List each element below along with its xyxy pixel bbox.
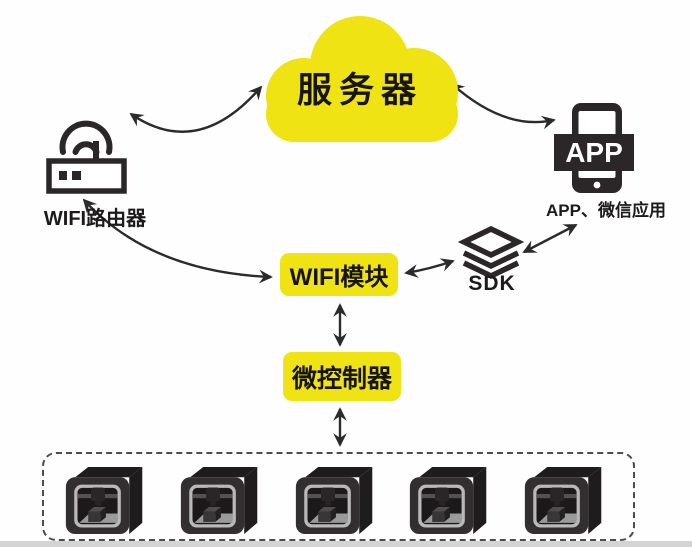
app-label: APP、微信应用 — [546, 201, 666, 220]
sdk-label: SDK — [468, 272, 516, 295]
wifi-module-box: WIFI模块 — [280, 253, 398, 296]
mcu-box: 微控制器 — [283, 352, 401, 401]
printer-icon — [64, 465, 146, 536]
printer-farm-group — [42, 452, 635, 541]
app-phone-icon: APP — [554, 103, 634, 193]
arrow-router-cloud — [129, 85, 263, 133]
arrow-wifimodule-sdk — [404, 258, 455, 278]
printer-icon — [523, 465, 605, 536]
app-icon-text: APP — [565, 137, 623, 168]
router-label: WIFI路由器 — [43, 208, 147, 230]
mcu-label: 微控制器 — [291, 364, 392, 393]
arrow-sdk-app — [522, 223, 578, 254]
arrow-router-wifimodule — [82, 198, 273, 284]
wifi-router-icon — [46, 120, 127, 194]
server-cloud-icon — [266, 16, 458, 142]
sdk-stack-icon — [458, 226, 524, 280]
image-bottom-edge — [0, 541, 692, 547]
printer-icon — [294, 465, 376, 536]
wifi-module-label: WIFI模块 — [289, 264, 389, 291]
printer-icon — [408, 465, 490, 536]
server-label: 服务器 — [296, 71, 423, 110]
printer-icon — [179, 465, 261, 536]
arrow-cloud-app — [450, 82, 556, 130]
